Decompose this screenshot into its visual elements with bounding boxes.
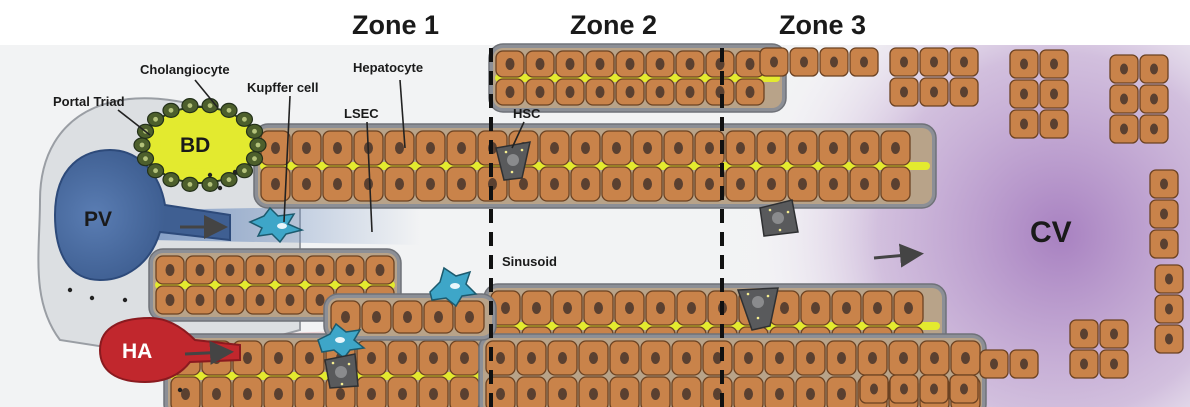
lsec-label: LSEC: [344, 106, 379, 121]
hepatocyte-plate: [254, 124, 936, 208]
portal-triad-label: Portal Triad: [53, 94, 125, 109]
hsc-label: HSC: [513, 106, 541, 121]
pv-label: PV: [84, 208, 112, 231]
bd-label: BD: [180, 134, 210, 157]
kupffer-cell-label: Kupffer cell: [247, 80, 319, 95]
sinusoid-label: Sinusoid: [502, 254, 557, 269]
zone-2-title: Zone 2: [570, 10, 657, 40]
zone-1-title: Zone 1: [352, 10, 439, 40]
ha-label: HA: [122, 340, 152, 363]
hepatocyte-label: Hepatocyte: [353, 60, 423, 75]
hepatocyte-plate: [489, 44, 786, 112]
cv-label: CV: [1030, 216, 1072, 249]
cholangiocyte-label: Cholangiocyte: [140, 62, 230, 77]
zone-3-title: Zone 3: [779, 10, 866, 40]
arterial-flow-arrow-icon: [185, 352, 228, 354]
